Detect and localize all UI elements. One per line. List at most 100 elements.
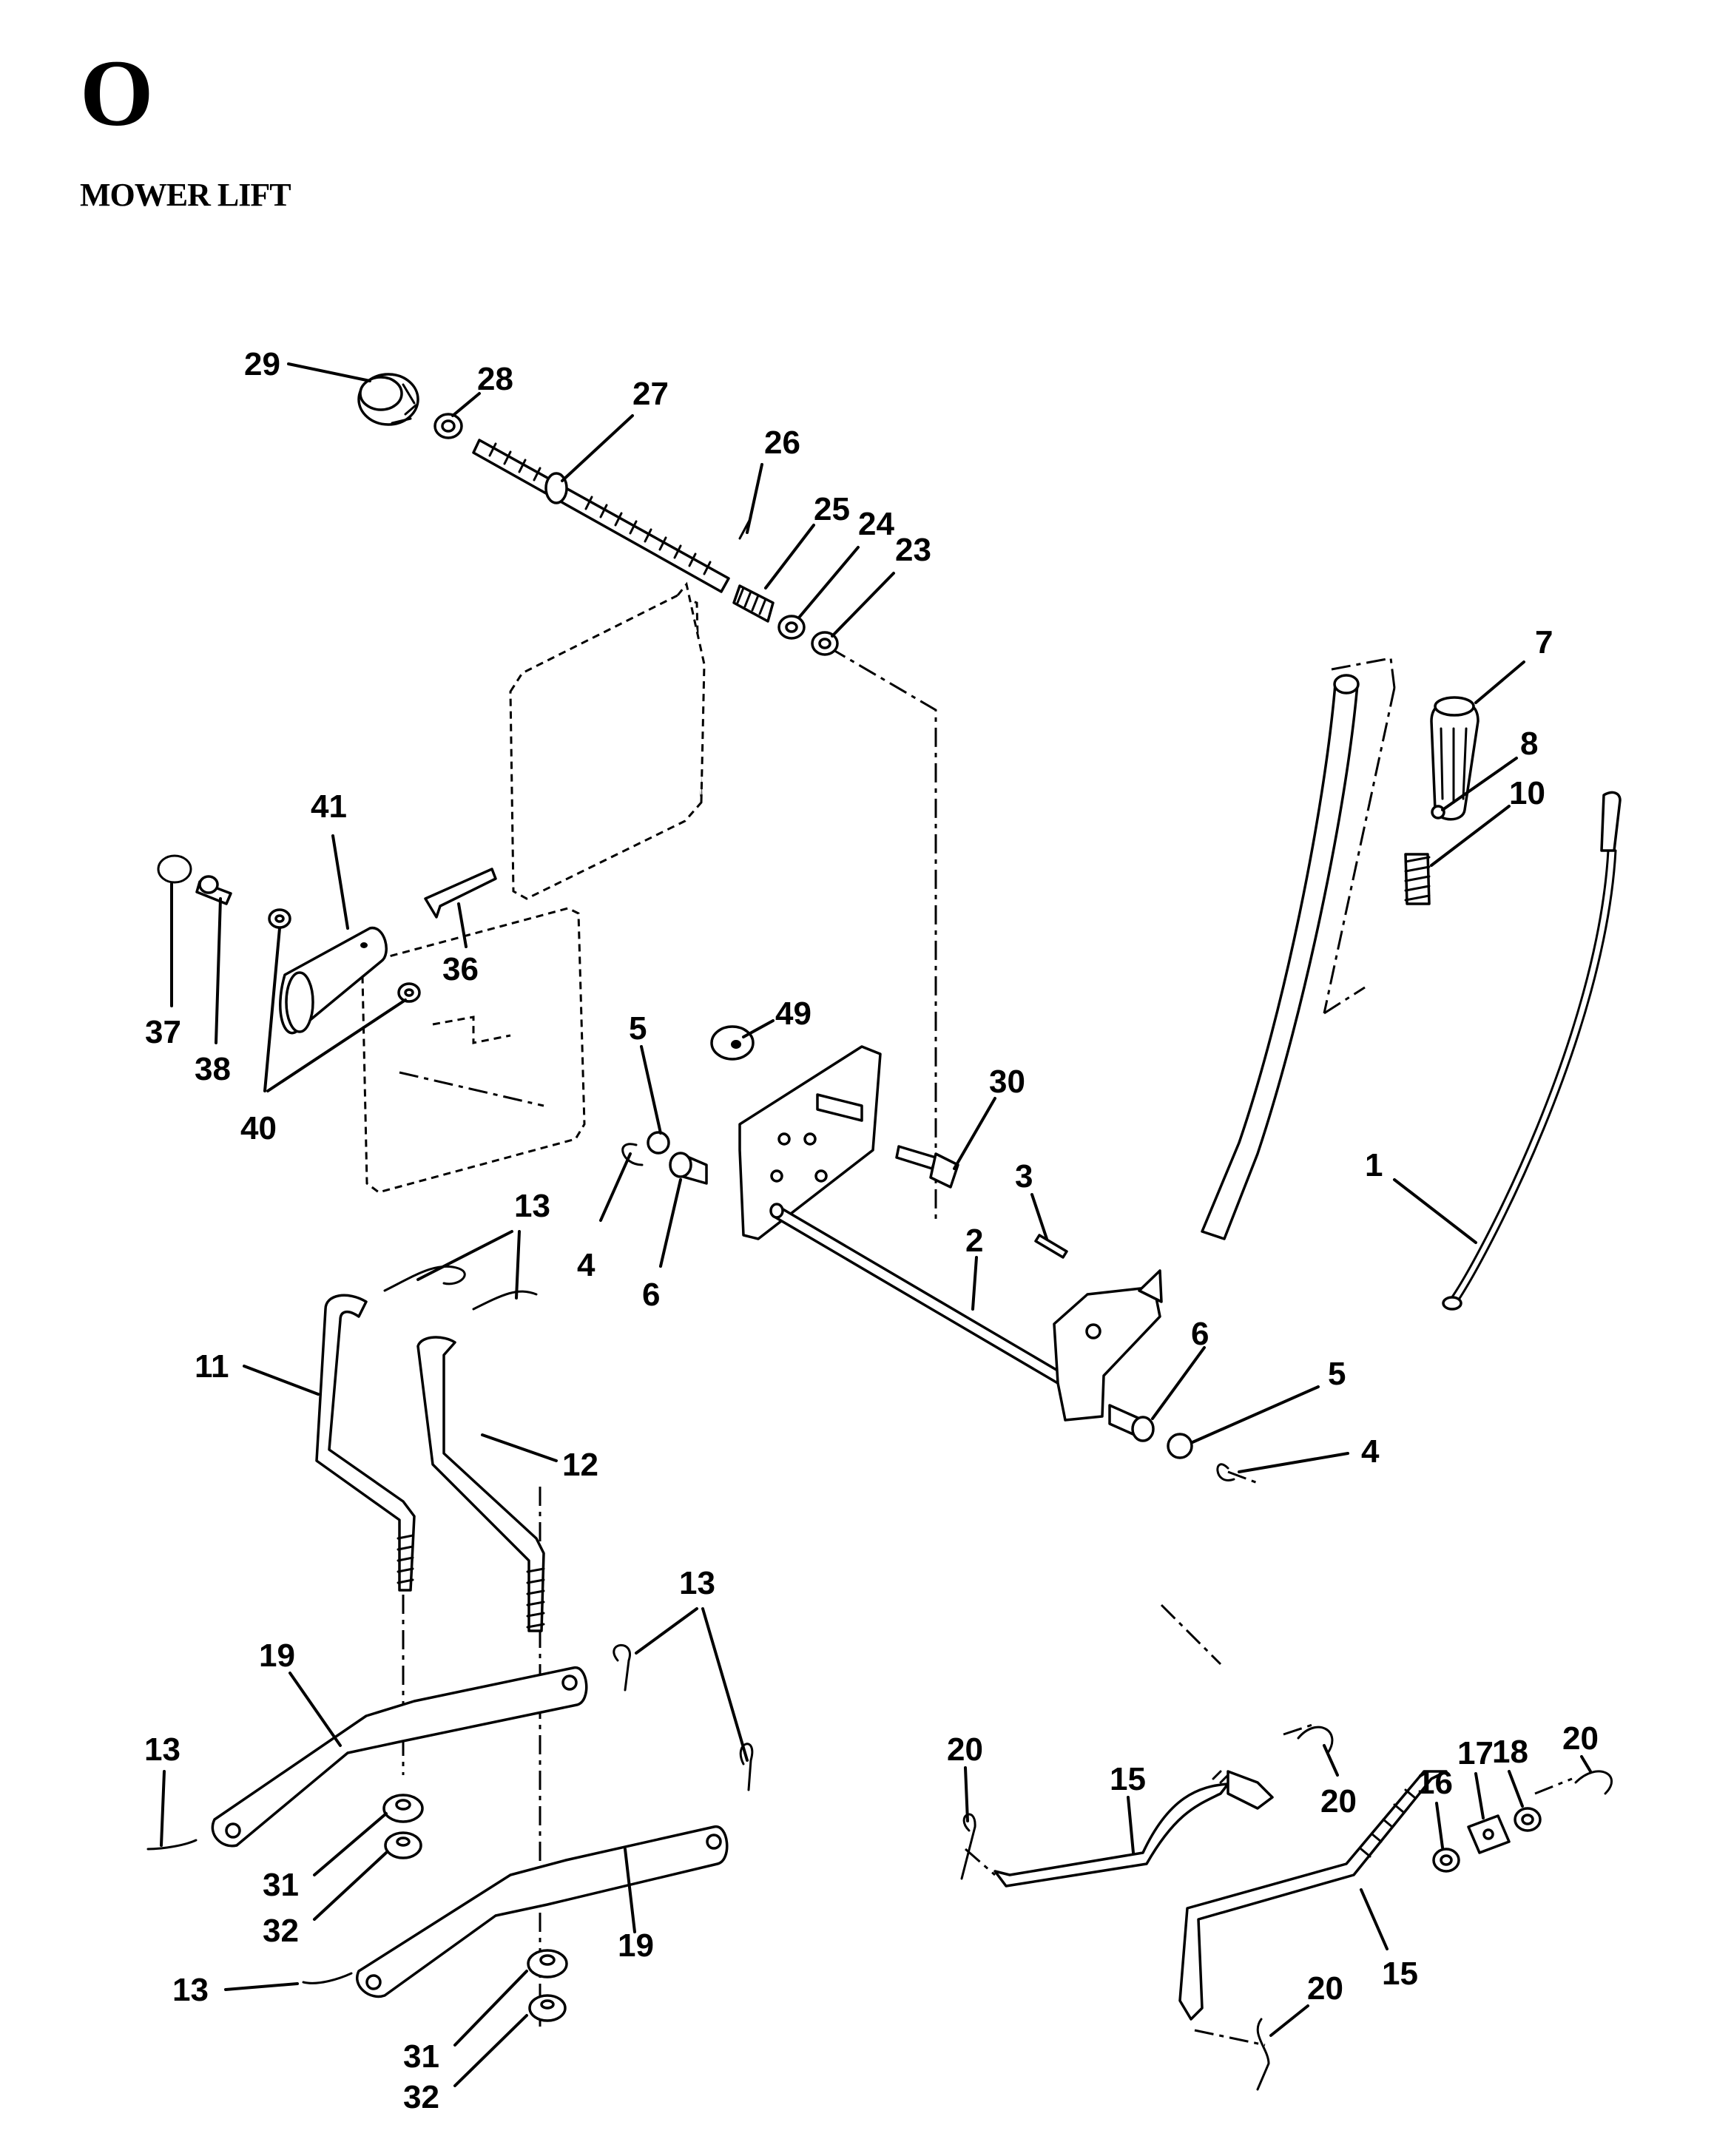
- svg-text:27: 27: [632, 376, 669, 412]
- callout-36: 36: [442, 902, 479, 987]
- ferrule-31-lower: [527, 1949, 568, 1978]
- callout-5-left: 5: [629, 1010, 662, 1135]
- callout-20-right: 20: [1562, 1720, 1599, 1773]
- nut-16: [1432, 1848, 1460, 1873]
- svg-text:5: 5: [1328, 1356, 1346, 1392]
- pivot-bracket: [738, 1045, 882, 1240]
- lift-link-11: [315, 1294, 416, 1592]
- callout-4-left: 4: [577, 1152, 632, 1283]
- svg-text:13: 13: [679, 1565, 715, 1601]
- svg-text:7: 7: [1535, 624, 1553, 660]
- lift-shaft-2: [769, 1203, 1070, 1389]
- release-button: [1431, 805, 1445, 820]
- callout-32-lower: 32: [403, 2014, 528, 2115]
- svg-text:40: 40: [240, 1110, 277, 1146]
- callout-16: 16: [1417, 1765, 1453, 1849]
- callout-12: 12: [481, 1433, 598, 1483]
- callout-13-top: 13: [416, 1188, 550, 1300]
- nut-18: [1514, 1807, 1542, 1832]
- adjuster-link-15-upper: [993, 1770, 1274, 1888]
- adjustment-knob: [357, 373, 419, 426]
- callout-4-right: 4: [1238, 1433, 1380, 1473]
- hairpin-13-top: [383, 1265, 538, 1311]
- svg-text:13: 13: [514, 1188, 550, 1224]
- callout-20-bottom: 20: [1269, 1970, 1343, 2037]
- svg-text:16: 16: [1417, 1765, 1453, 1801]
- handle-grip: [1430, 696, 1479, 821]
- svg-text:19: 19: [618, 1927, 654, 1964]
- retainer-ring-37: [157, 854, 192, 884]
- nut-32-lower: [528, 1994, 567, 2022]
- page-title: MOWER LIFT: [80, 177, 291, 213]
- svg-text:20: 20: [947, 1731, 983, 1768]
- svg-text:11: 11: [195, 1348, 229, 1385]
- ferrule-31-upper: [382, 1794, 424, 1823]
- callout-31-lower: 31: [403, 1970, 528, 2075]
- callout-5-right: 5: [1191, 1356, 1346, 1444]
- svg-text:49: 49: [775, 996, 812, 1032]
- svg-text:2: 2: [965, 1223, 983, 1259]
- callout-41: 41: [311, 788, 349, 930]
- callout-8: 8: [1441, 726, 1538, 811]
- svg-text:32: 32: [263, 1913, 299, 1949]
- lift-arm-bracket: [1053, 1269, 1163, 1422]
- svg-text:4: 4: [577, 1247, 595, 1283]
- callout-13-bottom: 13: [172, 1972, 299, 2008]
- bushing-6-right: [1108, 1404, 1155, 1442]
- svg-text:36: 36: [442, 951, 479, 987]
- nut-32-upper: [384, 1831, 422, 1859]
- callout-2: 2: [965, 1223, 983, 1311]
- svg-text:13: 13: [172, 1972, 209, 2008]
- callout-28: 28: [451, 361, 513, 417]
- washer-5-left: [647, 1131, 670, 1155]
- callout-25: 25: [764, 491, 850, 589]
- page-letter: O: [80, 41, 154, 146]
- svg-text:31: 31: [403, 2038, 439, 2075]
- bushing-49: [710, 1025, 755, 1061]
- svg-text:41: 41: [311, 788, 347, 825]
- hair-clip-4-left: [621, 1143, 644, 1166]
- callouts: 29 28 27 26 25 24 23 7: [144, 346, 1599, 2115]
- callout-23: 23: [831, 532, 931, 638]
- svg-text:13: 13: [144, 1731, 180, 1768]
- svg-text:20: 20: [1562, 1720, 1599, 1757]
- hairpins-13: [146, 1643, 754, 1984]
- callout-49: 49: [742, 996, 812, 1038]
- svg-text:31: 31: [263, 1867, 299, 1903]
- control-panel-outline: [361, 581, 706, 1194]
- adjuster-link-15-lower: [1178, 1770, 1448, 2021]
- lift-rod-1: [1442, 791, 1622, 1311]
- callout-17: 17: [1457, 1735, 1494, 1819]
- callout-40: 40: [240, 927, 407, 1146]
- svg-text:18: 18: [1492, 1734, 1528, 1770]
- washer-24: [777, 615, 806, 640]
- washer-5-right: [1167, 1433, 1193, 1459]
- callout-13-left: 13: [144, 1731, 180, 1847]
- callout-19-upper: 19: [259, 1638, 342, 1747]
- lift-arm-19-lower: [356, 1825, 729, 1998]
- svg-text:3: 3: [1015, 1158, 1033, 1194]
- clip-36: [424, 868, 497, 919]
- callout-24: 24: [797, 506, 894, 619]
- svg-text:15: 15: [1110, 1761, 1146, 1797]
- svg-text:5: 5: [629, 1010, 647, 1047]
- svg-text:4: 4: [1361, 1433, 1380, 1470]
- callout-38: 38: [195, 897, 231, 1087]
- callout-27: 27: [561, 376, 669, 482]
- bushing-6-left: [669, 1152, 708, 1185]
- nut-23: [811, 631, 839, 656]
- callout-37: 37: [145, 882, 181, 1050]
- callout-20-left: 20: [947, 1731, 983, 1822]
- svg-text:20: 20: [1307, 1970, 1343, 2007]
- callout-1: 1: [1365, 1147, 1477, 1244]
- svg-text:6: 6: [1191, 1316, 1209, 1352]
- lift-link-12: [416, 1336, 545, 1632]
- hair-clip-4-right: [1216, 1463, 1235, 1481]
- svg-text:19: 19: [259, 1638, 295, 1674]
- callout-11: 11: [195, 1348, 320, 1396]
- callout-6-left: 6: [642, 1178, 682, 1313]
- callout-20-upper: 20: [1320, 1744, 1357, 1819]
- svg-text:25: 25: [814, 491, 850, 527]
- svg-text:12: 12: [562, 1447, 598, 1483]
